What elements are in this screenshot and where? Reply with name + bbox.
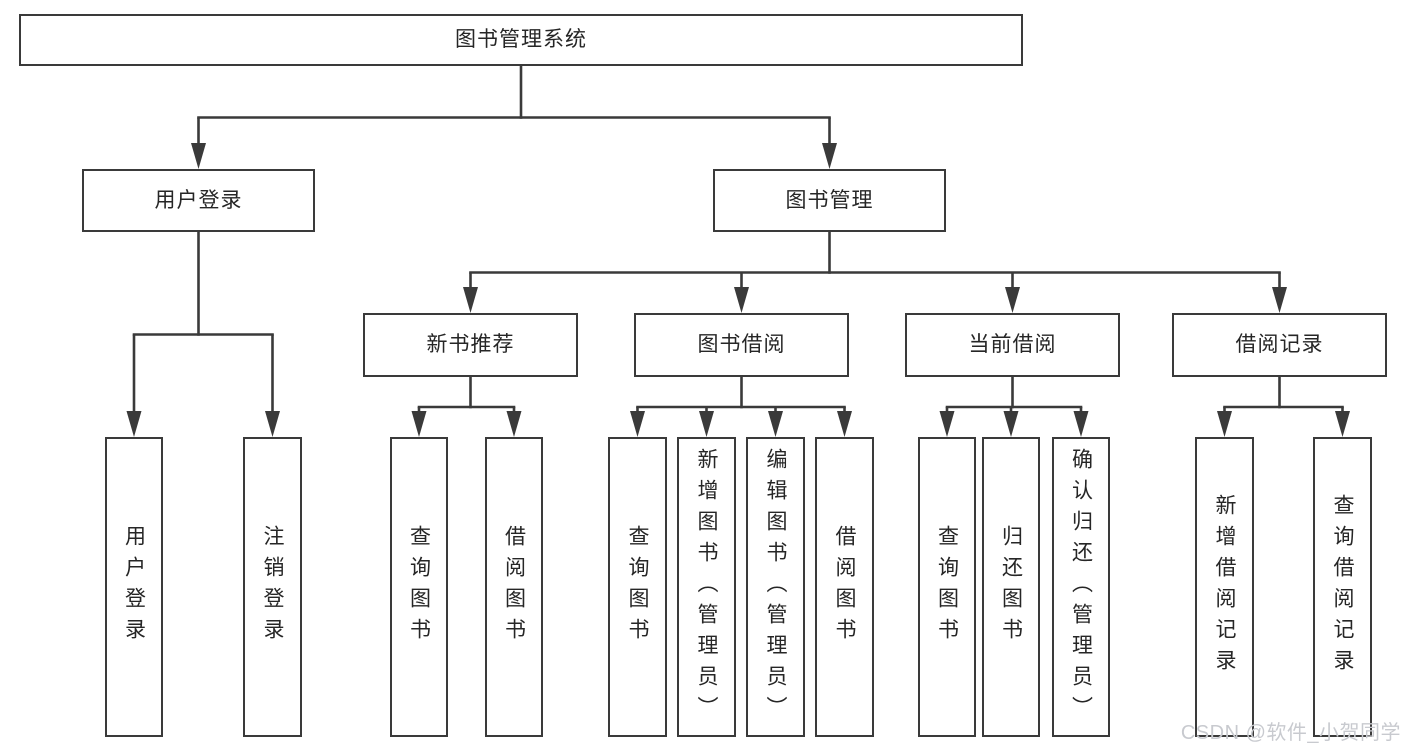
node-label: 用户登录 bbox=[154, 188, 243, 212]
node-leaf-add-book: 新增图书（管理员） bbox=[677, 437, 736, 737]
node-current-borrow: 当前借阅 bbox=[905, 313, 1120, 377]
node-leaf-confirm-return: 确认归还（管理员） bbox=[1052, 437, 1110, 737]
node-leaf-query-book-3: 查询图书 bbox=[918, 437, 976, 737]
node-root: 图书管理系统 bbox=[19, 14, 1023, 66]
node-book-borrow: 图书借阅 bbox=[634, 313, 849, 377]
node-book-mgmt: 图书管理 bbox=[713, 169, 946, 232]
node-leaf-query-record: 查询借阅记录 bbox=[1313, 437, 1372, 737]
node-label: 查询借阅记录 bbox=[1331, 494, 1354, 680]
node-label: 新增借阅记录 bbox=[1213, 494, 1236, 680]
node-leaf-user-login: 用户登录 bbox=[105, 437, 163, 737]
node-leaf-query-book-1: 查询图书 bbox=[390, 437, 448, 737]
node-label: 确认归还（管理员） bbox=[1069, 447, 1093, 727]
node-leaf-logout: 注销登录 bbox=[243, 437, 302, 737]
node-leaf-return-book: 归还图书 bbox=[982, 437, 1040, 737]
node-label: 借阅图书 bbox=[833, 525, 856, 649]
node-leaf-add-record: 新增借阅记录 bbox=[1195, 437, 1254, 737]
node-label: 查询图书 bbox=[407, 525, 431, 649]
node-borrow-records: 借阅记录 bbox=[1172, 313, 1387, 377]
node-label: 新书推荐 bbox=[426, 333, 515, 357]
node-label: 用户登录 bbox=[122, 525, 146, 649]
node-leaf-edit-book: 编辑图书（管理员） bbox=[746, 437, 805, 737]
node-new-book-rec: 新书推荐 bbox=[363, 313, 578, 377]
node-label: 图书管理 bbox=[785, 188, 874, 212]
node-label: 编辑图书（管理员） bbox=[764, 447, 787, 727]
node-leaf-query-book-2: 查询图书 bbox=[608, 437, 667, 737]
node-label: 借阅图书 bbox=[502, 525, 526, 649]
node-label: 图书管理系统 bbox=[455, 28, 587, 52]
node-label: 新增图书（管理员） bbox=[695, 447, 718, 727]
node-label: 图书借阅 bbox=[697, 333, 786, 357]
node-label: 查询图书 bbox=[626, 525, 649, 649]
node-label: 借阅记录 bbox=[1235, 333, 1324, 357]
node-label: 当前借阅 bbox=[968, 333, 1057, 357]
node-user-login: 用户登录 bbox=[82, 169, 315, 232]
node-label: 注销登录 bbox=[261, 525, 284, 649]
watermark-text: CSDN @软件_小贺同学 bbox=[1180, 722, 1401, 744]
node-leaf-borrow-book-1: 借阅图书 bbox=[485, 437, 543, 737]
node-label: 归还图书 bbox=[999, 525, 1023, 649]
node-leaf-borrow-book-2: 借阅图书 bbox=[815, 437, 874, 737]
node-label: 查询图书 bbox=[935, 525, 959, 649]
